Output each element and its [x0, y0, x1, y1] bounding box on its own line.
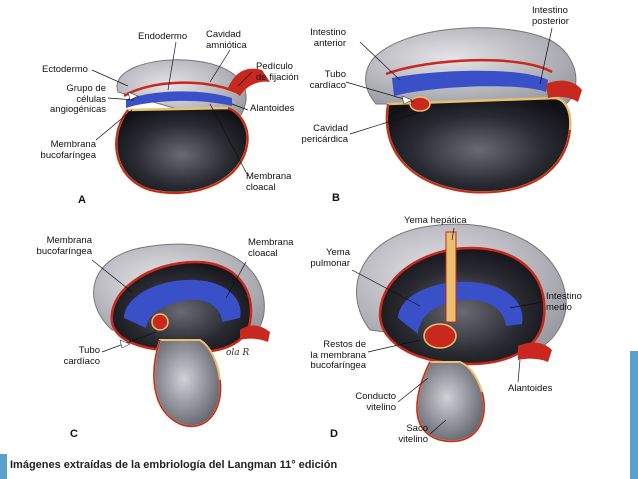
label-intestino-posterior: Intestino posterior [532, 5, 569, 27]
panel-c-letter: C [70, 428, 78, 440]
label-endodermo: Endodermo [138, 31, 188, 42]
label-membrana-cloacal-c: Membrana cloacal [248, 237, 294, 259]
label-pediculo-fijacion: Pedículo de fijación [256, 61, 299, 83]
illustrator-signature: ola R [226, 348, 250, 358]
label-tubo-cardiaco-b: Tubo cardíaco [309, 69, 346, 91]
figure-caption: Imágenes extraídas de la embriología del… [10, 459, 338, 471]
panel-d-letter: D [330, 428, 338, 440]
flow-arrows [119, 91, 413, 349]
panel-b-letter: B [332, 192, 340, 204]
label-alantoides-a: Alantoides [250, 103, 295, 114]
label-intestino-anterior: Intestino anterior [310, 27, 346, 49]
panel-c-leaders [91, 259, 247, 353]
label-membrana-bucofaringea-a: Membrana bucofaríngea [40, 139, 96, 161]
panel-c-drawing [93, 243, 270, 428]
label-alantoides-d: Alantoides [508, 383, 553, 394]
slide-accent-tab [630, 351, 638, 479]
panel-d-leaders [351, 227, 543, 435]
label-cavidad-pericardica: Cavidad pericárdica [301, 123, 348, 145]
panel-b-drawing [365, 27, 582, 194]
label-conducto-vitelino: Conducto vitelino [355, 391, 396, 413]
label-saco-vitelino: Saco vitelino [398, 423, 428, 445]
label-tubo-cardiaco-c: Tubo cardíaco [63, 345, 100, 367]
panel-a-letter: A [78, 194, 86, 206]
label-cavidad-amniotica: Cavidad amniótica [206, 29, 247, 51]
label-intestino-medio: Intestino medio [546, 291, 582, 313]
label-restos-membrana: Restos de la membrana bucofaríngea [310, 339, 366, 371]
label-yema-pulmonar: Yema pulmonar [310, 247, 350, 269]
caption-accent [0, 454, 7, 479]
label-membrana-bucofaringea-c: Membrana bucofaríngea [36, 235, 92, 257]
label-membrana-cloacal-a: Membrana cloacal [246, 171, 292, 193]
label-grupo-celulas: Grupo de células angiogénicas [50, 83, 106, 115]
caption-bar [0, 454, 638, 479]
label-ectodermo: Ectodermo [42, 64, 88, 75]
label-yema-hepatica: Yema hepática [404, 215, 467, 226]
panel-d-drawing [356, 223, 567, 443]
